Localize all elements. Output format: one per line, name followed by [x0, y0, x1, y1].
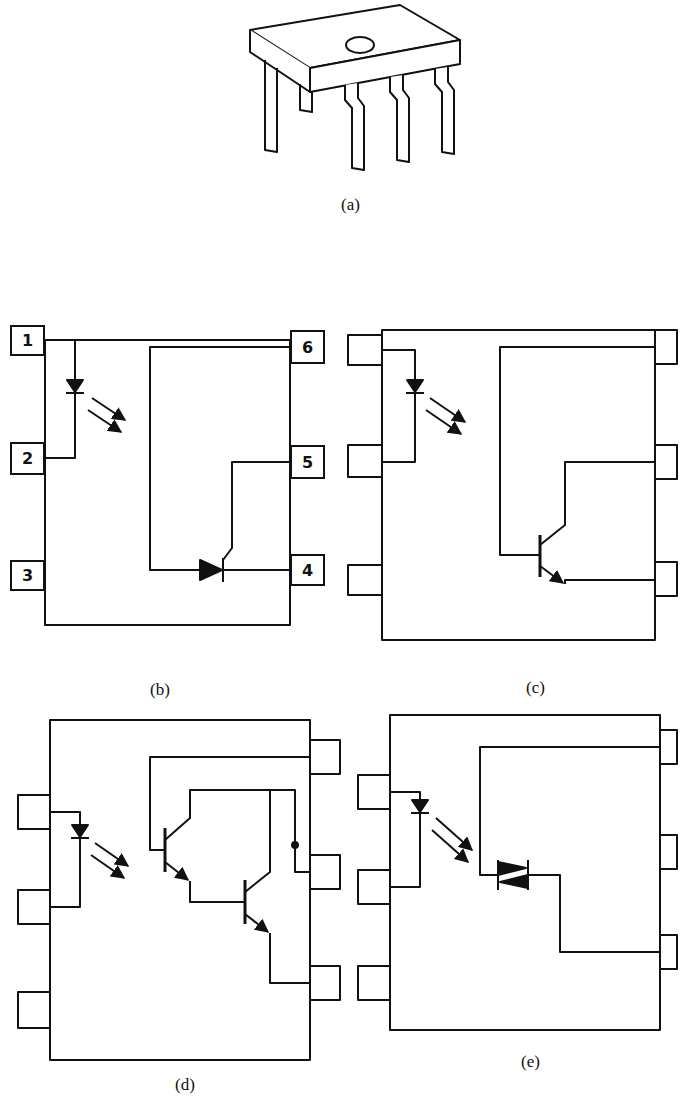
- pin-number: 4: [302, 561, 313, 580]
- pin-number: 6: [302, 338, 313, 357]
- pin-box: 5: [290, 445, 325, 479]
- triac-optocoupler: [358, 715, 677, 1030]
- pin-number: 3: [22, 566, 33, 585]
- pin-box: 2: [10, 442, 45, 475]
- figure-label: (e): [521, 1052, 540, 1072]
- figure-label: (b): [150, 680, 170, 700]
- figure-label: (c): [526, 678, 545, 698]
- scr-optocoupler: [45, 340, 290, 625]
- pin-number: 5: [302, 453, 313, 472]
- figure-label: (d): [175, 1075, 195, 1095]
- pin-box: 6: [290, 330, 325, 364]
- pin-box: 4: [290, 554, 325, 586]
- pin-box: 1: [10, 325, 45, 356]
- darlington-optocoupler: [18, 720, 340, 1060]
- figure-label: (a): [341, 195, 360, 215]
- pin-number: 1: [22, 331, 33, 350]
- pin-number: 2: [22, 449, 33, 468]
- dip-package: [250, 5, 460, 170]
- phototransistor-optocoupler: [348, 330, 677, 640]
- pin-box: 3: [10, 560, 45, 591]
